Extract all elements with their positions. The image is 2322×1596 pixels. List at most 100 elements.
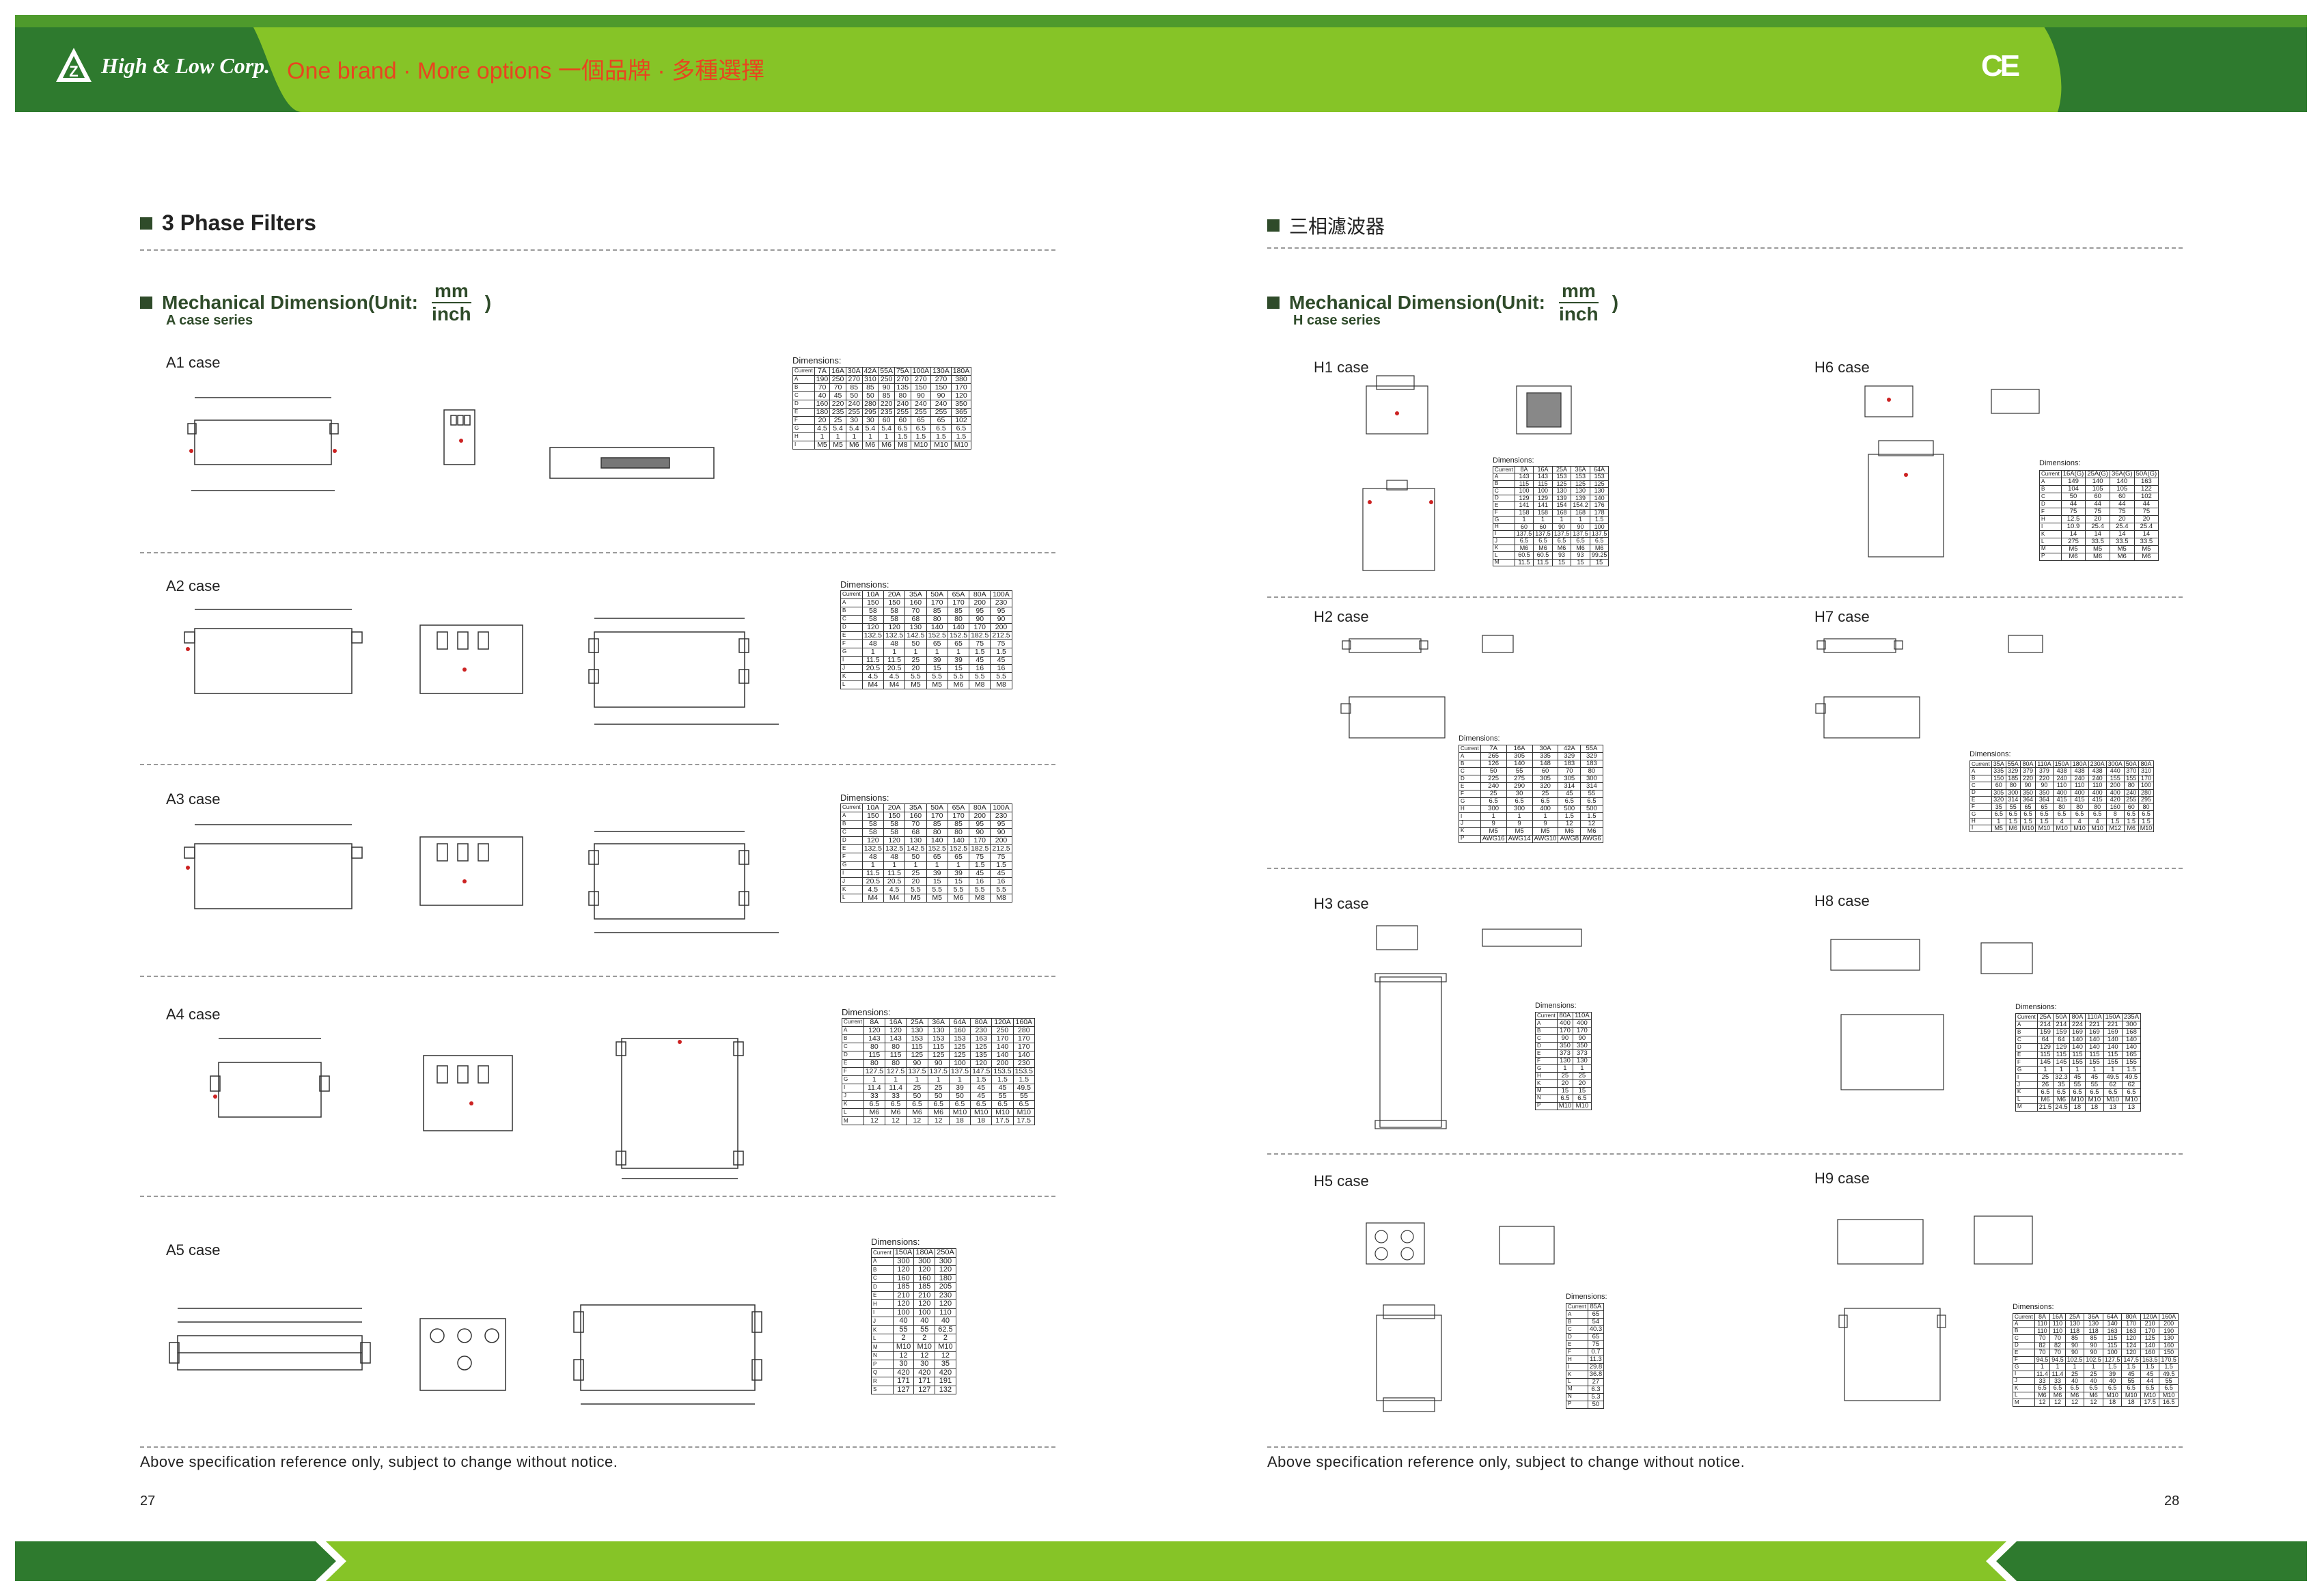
table-cell: A	[1535, 1019, 1558, 1028]
table-cell: E	[871, 1291, 894, 1301]
table-cell: 118	[2084, 1327, 2103, 1336]
table-cell: 438	[2070, 767, 2089, 775]
table-cell: 100A	[990, 803, 1012, 813]
table-cell: 210	[2140, 1320, 2160, 1328]
table-cell: 150	[1991, 774, 2006, 783]
table-cell: 129	[1533, 494, 1553, 503]
table-cell: 6.5	[2070, 810, 2089, 818]
table-cell: 75	[2085, 507, 2110, 516]
table-cell: 100	[1514, 487, 1534, 495]
table-cell: 80	[947, 615, 970, 624]
table-cell: 130	[1551, 487, 1572, 495]
table-cell: 154.2	[1571, 501, 1590, 510]
table-cell: 6.5	[1533, 537, 1553, 545]
table-cell: 45	[2085, 1073, 2104, 1082]
table-cell: 25	[2064, 1370, 2085, 1378]
table-cell: D	[840, 836, 863, 846]
table-cell: 6.5	[2159, 1384, 2179, 1392]
table-cell: 45	[829, 391, 846, 401]
table-cell: 80	[894, 391, 911, 401]
table-cell: 137.5	[1571, 529, 1590, 538]
divider	[140, 764, 1055, 765]
table-cell: 49.5	[1012, 1084, 1035, 1093]
table-cell: 1	[884, 1075, 907, 1085]
table-cell: M6	[2049, 1391, 2066, 1400]
table-cell: H	[2039, 514, 2062, 523]
table-cell: G	[792, 424, 815, 434]
table-cell: M5	[2085, 545, 2110, 553]
table-cell: 150	[861, 812, 884, 821]
table-cell: 115	[2036, 1050, 2054, 1059]
table-cell: 45	[969, 656, 991, 665]
table-cell: M6	[884, 1108, 907, 1118]
table-cell: M10	[913, 1343, 936, 1352]
table-cell: 115	[2069, 1050, 2086, 1059]
table-cell: 50	[904, 639, 927, 649]
table-cell: 50A	[2053, 1013, 2070, 1021]
table-cell: 1	[1480, 812, 1507, 821]
table-cell: 1	[861, 861, 884, 870]
table-cell: 120	[935, 1299, 956, 1309]
table-cell: E	[840, 844, 863, 854]
table-cell: E	[840, 631, 863, 641]
table-cell: M6	[1589, 544, 1609, 553]
table-cell: 105	[2085, 484, 2110, 493]
table-cell: P	[1459, 834, 1481, 843]
table-cell: 170	[1012, 1043, 1035, 1052]
table-cell: J	[2015, 1080, 2038, 1089]
table-cell: 310	[861, 375, 879, 385]
table-cell: 140	[2069, 1035, 2086, 1044]
table-cell: 255	[930, 408, 952, 417]
table-cell: 280	[1012, 1026, 1035, 1036]
table-cell: 170	[947, 812, 970, 821]
table-cell: 70	[2034, 1349, 2051, 1357]
table-cell: 200	[990, 623, 1012, 633]
case-label: A2 case	[166, 577, 221, 594]
table-cell: 120	[2121, 1349, 2141, 1357]
table-cell: 125	[970, 1043, 993, 1052]
table-cell: G	[1535, 1064, 1558, 1073]
table-cell: 150	[910, 383, 932, 393]
table-cell: 130	[1589, 487, 1609, 495]
table-cell: 16A	[884, 1017, 907, 1028]
table-cell: F	[840, 639, 863, 649]
table-cell: 36.8	[1587, 1370, 1605, 1379]
table-cell: J	[840, 877, 863, 887]
table-cell: 90	[906, 1059, 928, 1069]
table-cell: 350	[950, 400, 972, 409]
table-cell: M10	[970, 1108, 993, 1118]
table-cell: 6.5	[863, 1100, 885, 1110]
table-cell: M6	[2123, 824, 2139, 833]
table-cell: 100	[1533, 487, 1553, 495]
table-cell: 180A	[950, 366, 972, 376]
table-cell: C	[1535, 1034, 1558, 1043]
table-cell: M5	[829, 441, 846, 450]
table-cell: 180A	[913, 1248, 936, 1258]
table-cell: 300	[2005, 788, 2021, 797]
table-cell: 75	[990, 639, 1012, 649]
table-cell: 5.5	[926, 885, 948, 895]
table-cell: 155	[2085, 1058, 2104, 1067]
table-cell: 170	[926, 812, 948, 821]
table-cell: 15	[1573, 1086, 1592, 1095]
table-cell: 115	[863, 1051, 885, 1060]
table-cell: 130	[904, 623, 927, 633]
table-cell: S	[871, 1385, 894, 1395]
table-cell: F	[842, 1067, 864, 1077]
